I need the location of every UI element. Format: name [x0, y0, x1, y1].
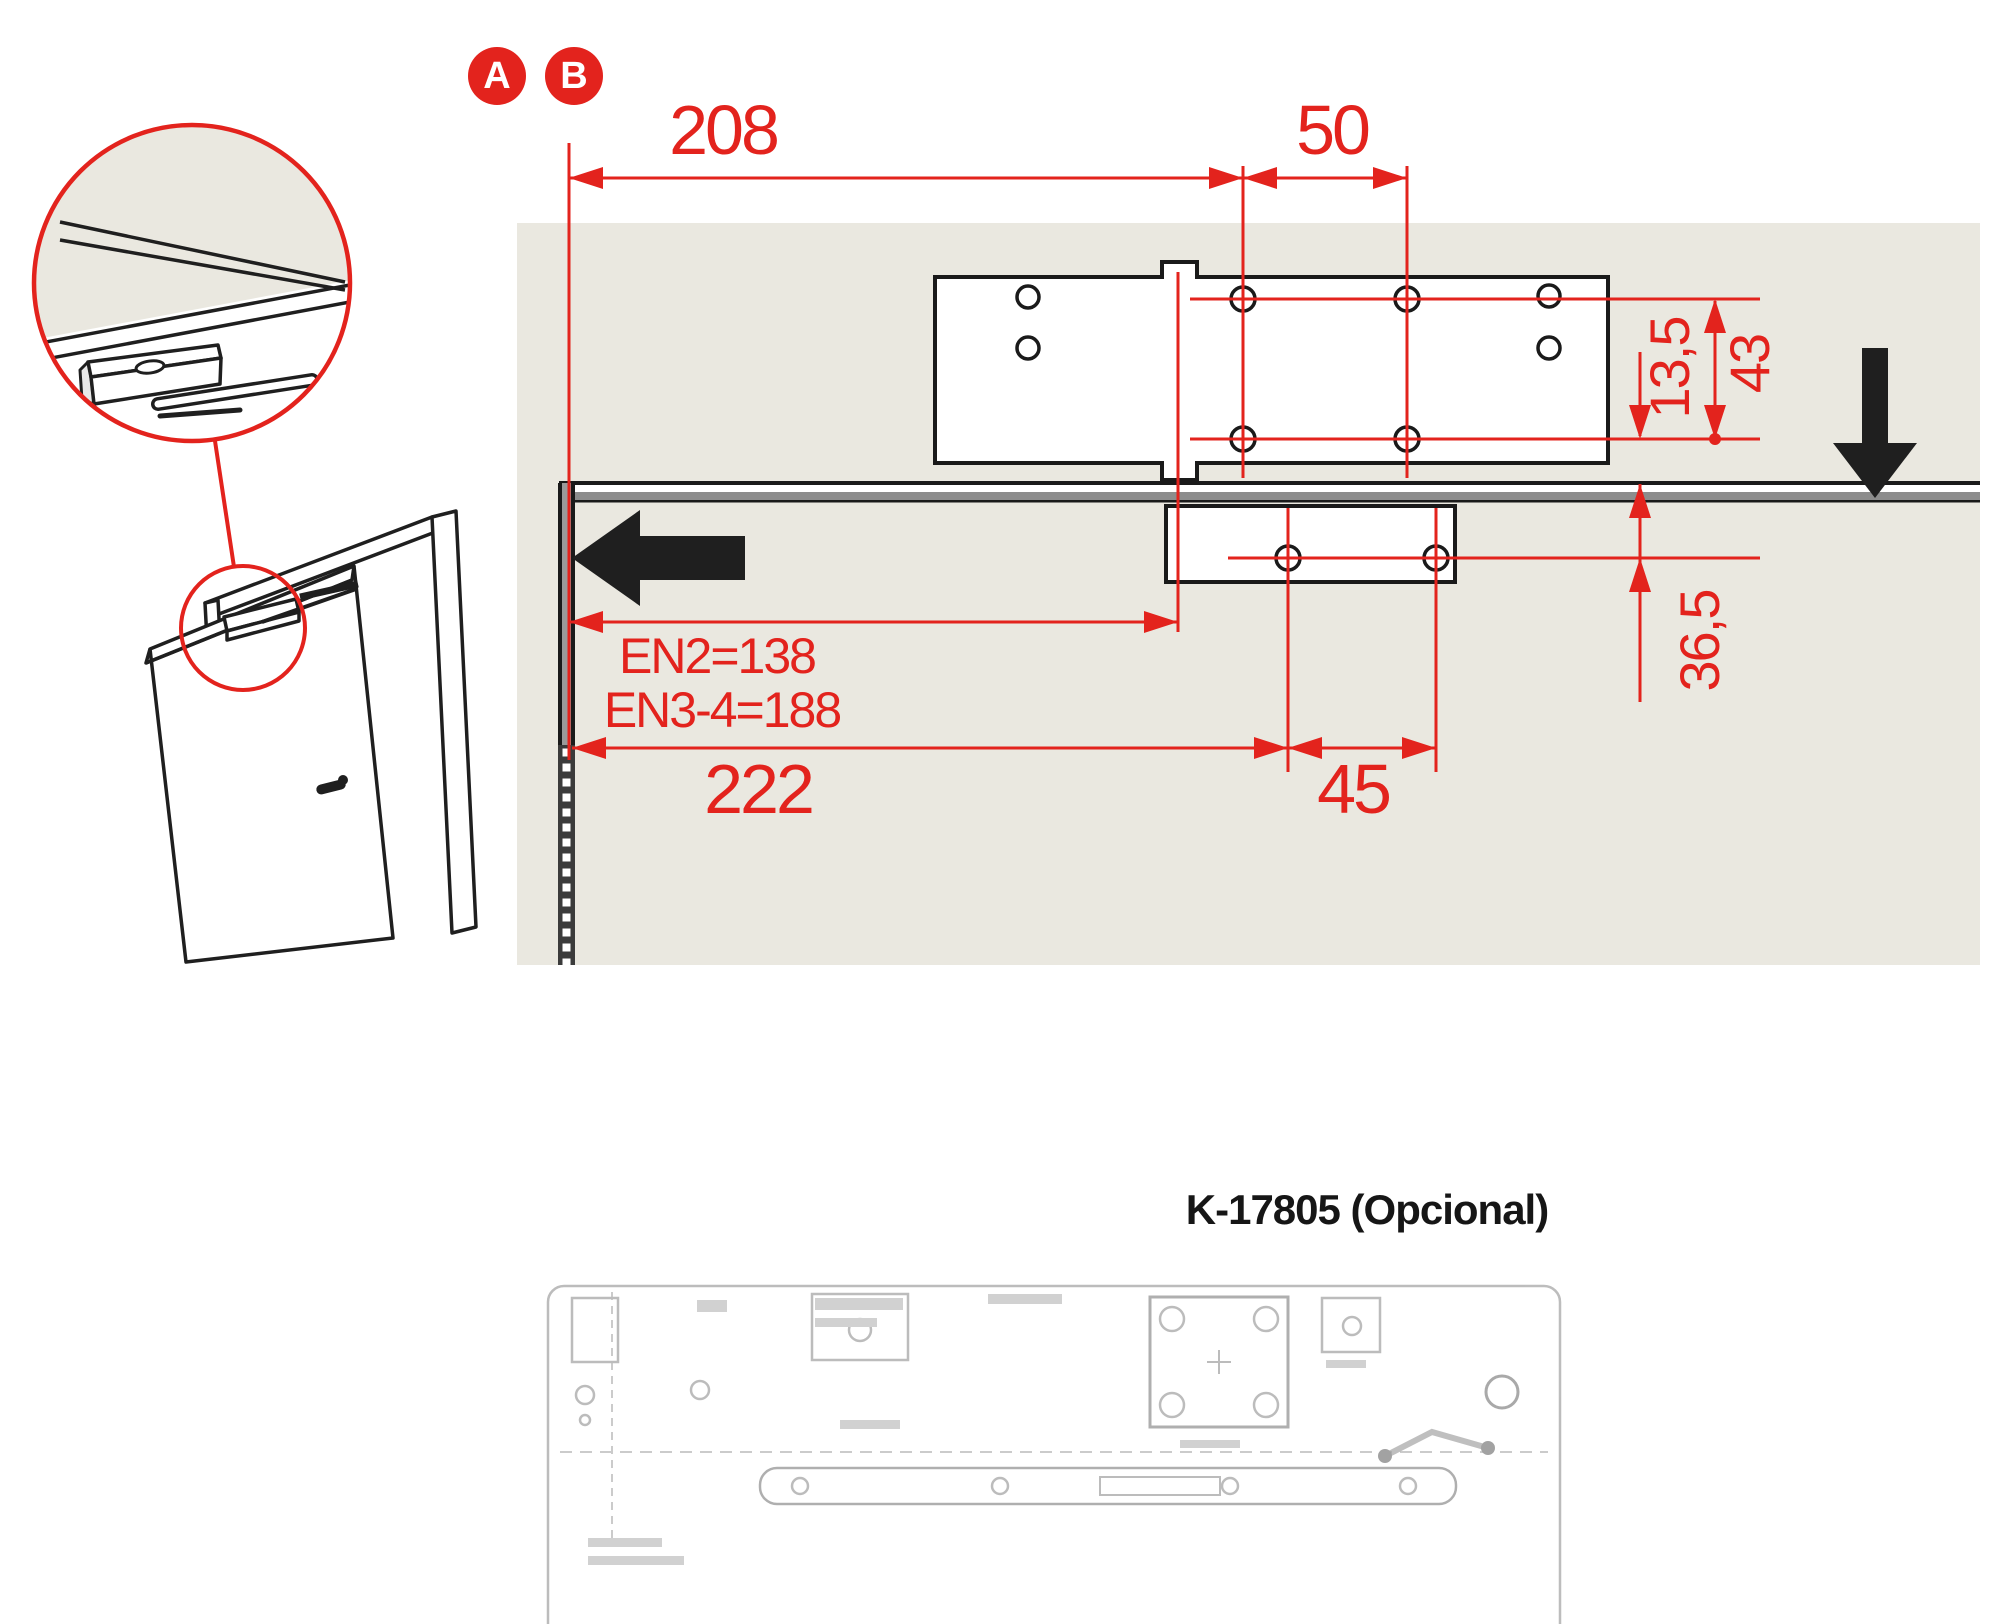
- door-leaf: [148, 564, 395, 964]
- template-drawing: [546, 1284, 1562, 1624]
- dim-45: 45: [1317, 750, 1392, 828]
- jamb-seal-hatch: [558, 745, 575, 965]
- badge-a: A: [468, 47, 526, 105]
- closer-detail-body: [78, 343, 223, 406]
- magnifier-connector-line: [213, 440, 236, 568]
- badge-a-label: A: [483, 55, 511, 97]
- dim-13-5: 13,5: [1638, 317, 1701, 419]
- dim-208: 208: [669, 91, 780, 169]
- mounting-plate: [933, 260, 1610, 482]
- door-handle: [316, 775, 348, 795]
- dim-222: 222: [704, 750, 815, 828]
- dim-43: 43: [1718, 334, 1781, 394]
- arrow-down-icon: [1833, 348, 1917, 498]
- arm-bracket: [1164, 504, 1457, 584]
- magnifier-content: [34, 125, 350, 419]
- dim-en2: EN2=138: [619, 628, 817, 684]
- detail-target-circle: [179, 564, 307, 692]
- magnifier-detail: [31, 122, 353, 692]
- template-fineprint: [588, 1294, 1366, 1565]
- dim-en34: EN3-4=188: [603, 682, 842, 738]
- hinge-jamb: [558, 483, 575, 965]
- frame-head: [559, 481, 1980, 503]
- template-title: K-17805 (Opcional): [1185, 1186, 1549, 1233]
- dimension-arrowheads: [569, 167, 1726, 759]
- door-closer-arm: [261, 587, 357, 624]
- door-illustration: [144, 509, 478, 964]
- magnifier-circle: [31, 122, 353, 444]
- arrow-left-icon: [572, 510, 745, 606]
- dim-50: 50: [1296, 91, 1371, 169]
- door-frame-right-jamb: [430, 509, 478, 935]
- badge-b-label: B: [560, 55, 588, 97]
- badge-b: B: [545, 47, 603, 105]
- dim-36-5: 36,5: [1668, 590, 1731, 692]
